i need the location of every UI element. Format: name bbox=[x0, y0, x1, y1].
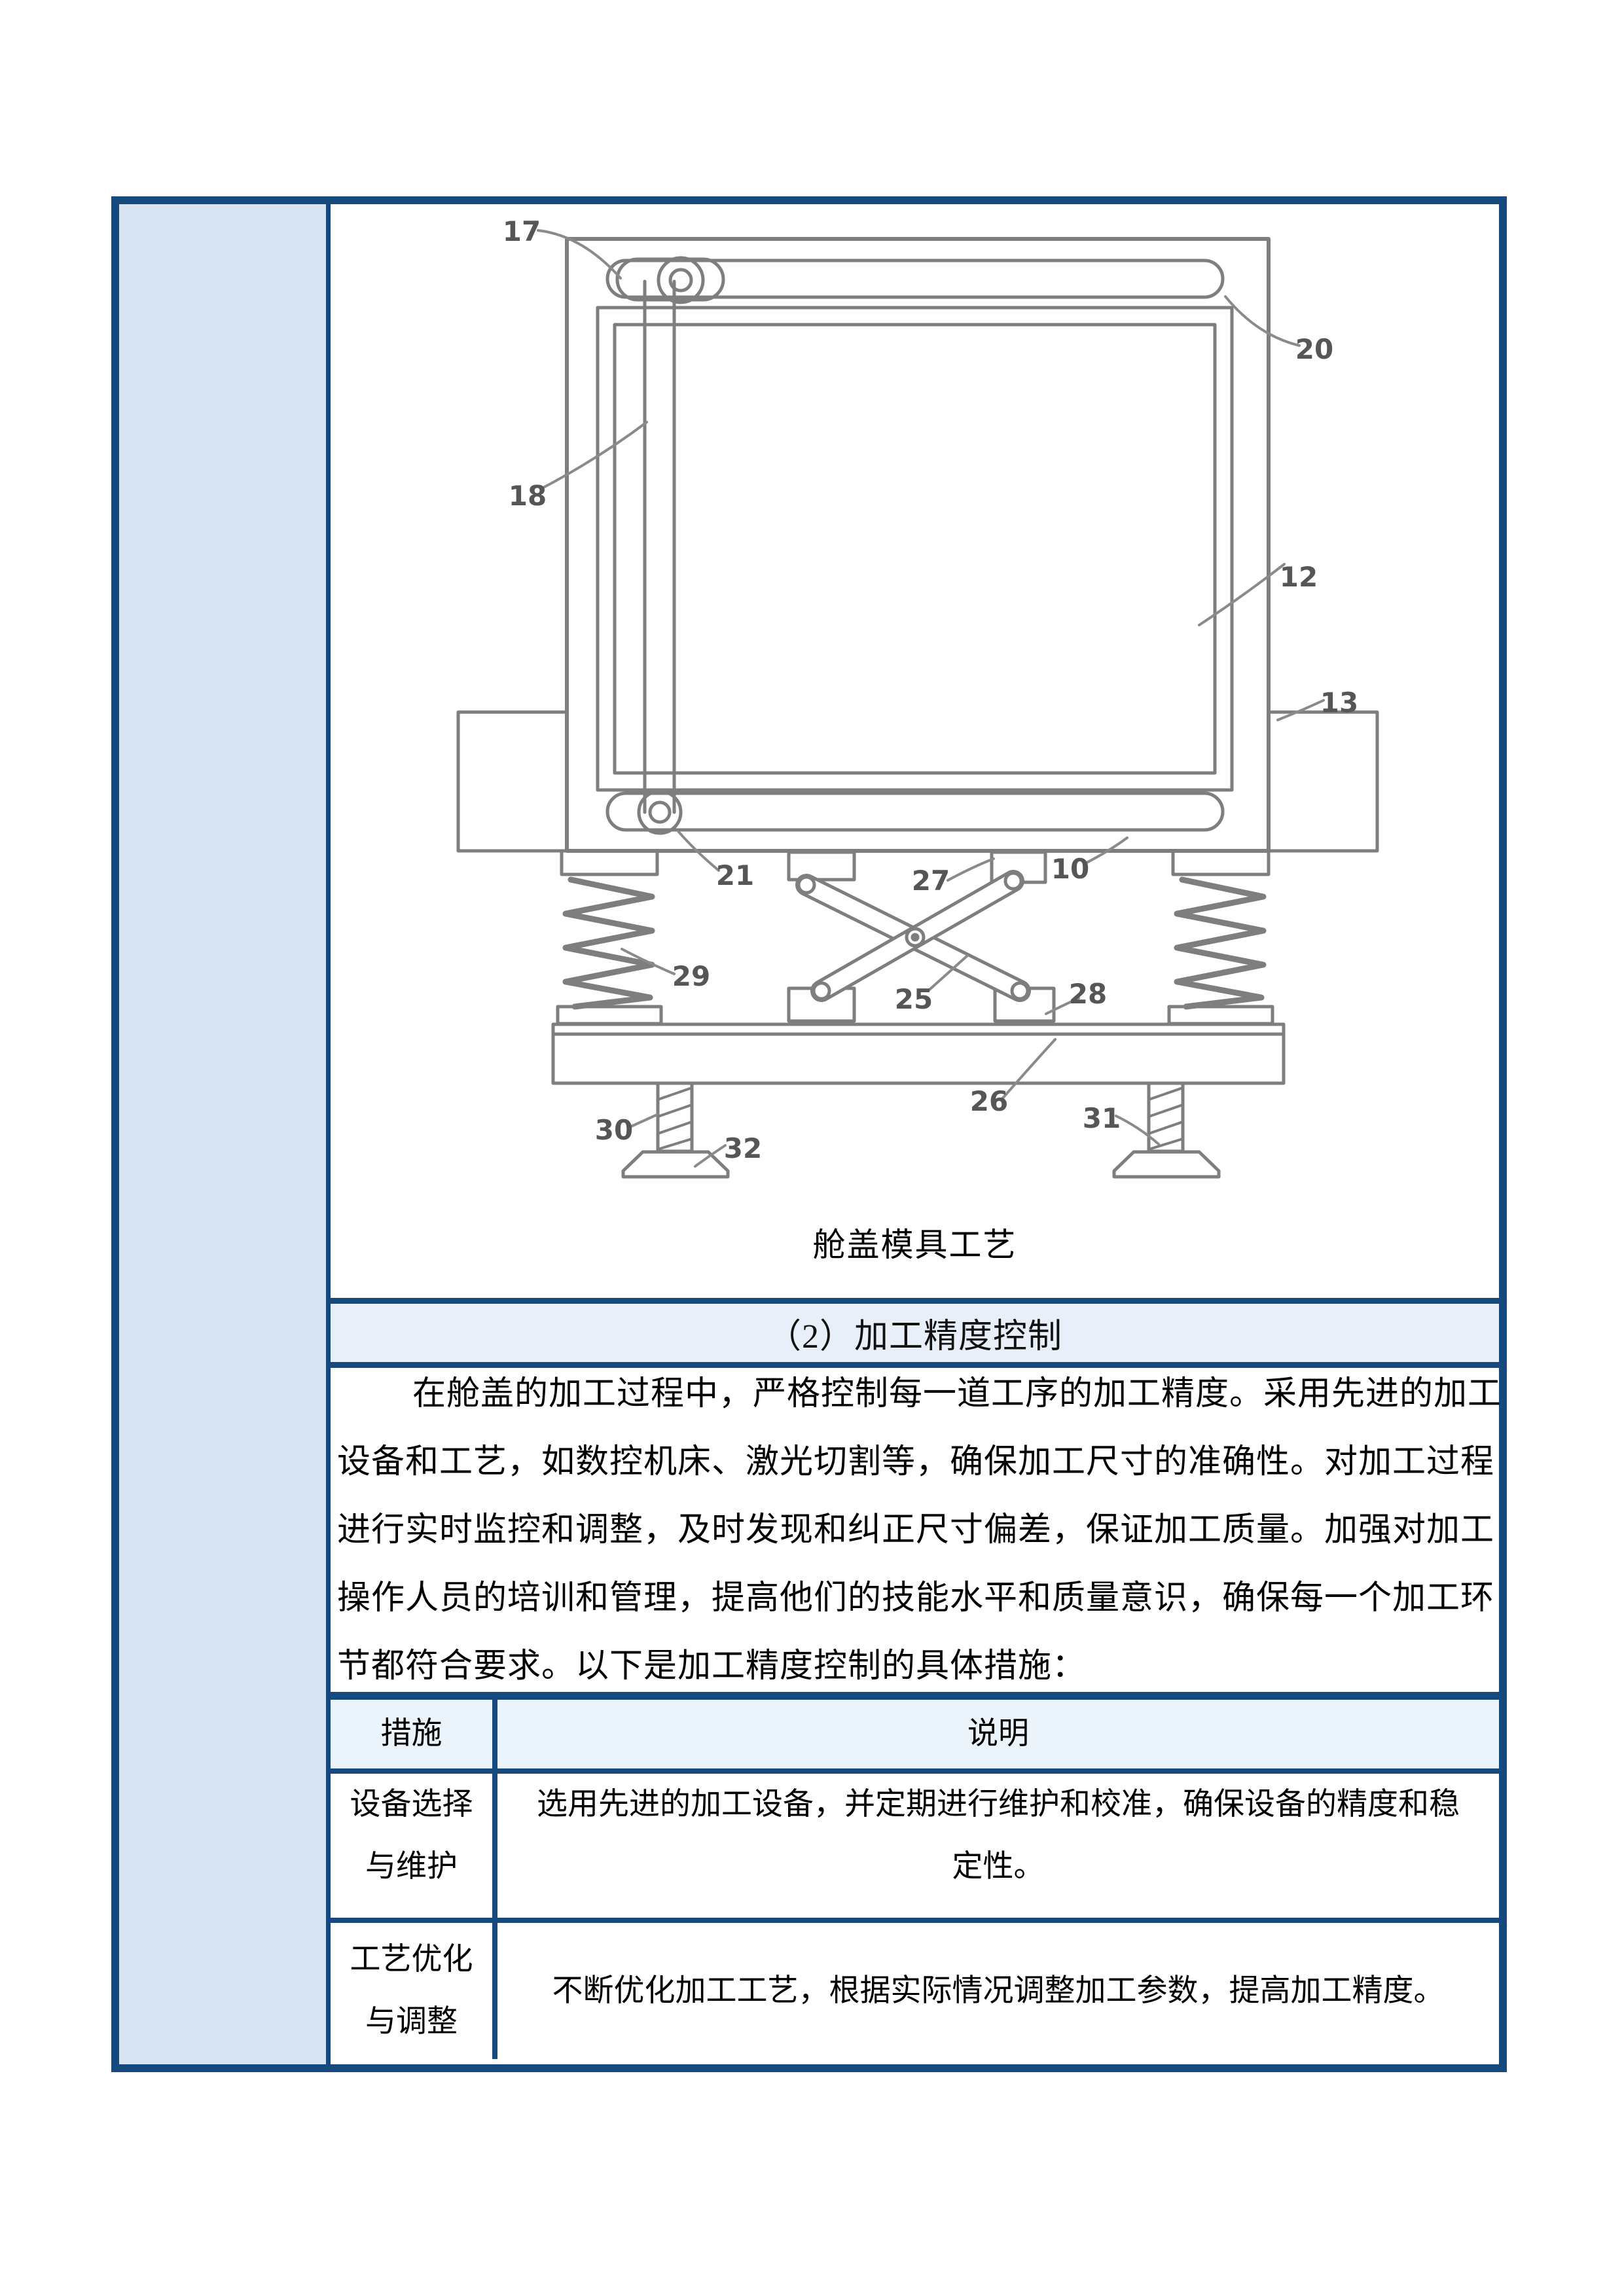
figure-linework bbox=[456, 237, 1379, 1026]
part-label-21: 21 bbox=[716, 859, 754, 891]
measures-header-cell: 措施 bbox=[331, 1700, 497, 1768]
part-label-12: 12 bbox=[1280, 561, 1318, 593]
bottom-slide-rail bbox=[605, 791, 1225, 832]
column-header-description: 说明 bbox=[967, 1717, 1029, 1751]
part-label-28: 28 bbox=[1069, 978, 1107, 1010]
part-label-10: 10 bbox=[1051, 853, 1089, 885]
part-label-27: 27 bbox=[912, 865, 950, 897]
measures-table-header-row: 措施 说明 bbox=[331, 1700, 1499, 1774]
hatch-cover-mold-figure: 17 20 18 12 13 21 27 10 29 25 28 26 30 32 31 bbox=[456, 215, 1379, 1179]
paragraph-line: 节都符合要求。以下是加工精度控制的具体措施： bbox=[337, 1648, 1087, 1685]
measure-text: 工艺优化 bbox=[350, 1943, 473, 1977]
section-header-row: （2）加工精度控制 bbox=[331, 1298, 1499, 1368]
description-header-cell: 说明 bbox=[497, 1700, 1499, 1768]
left-spring bbox=[562, 876, 655, 1010]
measure-cell: 设备选择 与维护 bbox=[331, 1774, 497, 1918]
inner-plate-outer bbox=[596, 306, 1234, 792]
description-cell: 不断优化加工工艺，根据实际情况调整加工参数，提高加工精度。 bbox=[497, 1923, 1499, 2059]
description-text: 定性。 bbox=[952, 1850, 1045, 1884]
figure-leader-lines bbox=[537, 229, 1325, 1168]
left-side-block bbox=[456, 710, 569, 853]
part-label-17: 17 bbox=[503, 215, 541, 247]
right-foot bbox=[1112, 1150, 1221, 1179]
description-text: 不断优化加工工艺，根据实际情况调整加工参数，提高加工精度。 bbox=[552, 1973, 1445, 2008]
part-label-18: 18 bbox=[509, 480, 547, 512]
body-paragraph: 在舱盖的加工过程中，严格控制每一道工序的加工精度。采用先进的加工 设备和工艺，如… bbox=[337, 1360, 1502, 1700]
part-label-25: 25 bbox=[895, 983, 933, 1015]
figure-linework-2 bbox=[551, 871, 1286, 1179]
paragraph-line: 进行实时监控和调整，及时发现和纠正尺寸偏差，保证加工质量。加强对加工 bbox=[337, 1512, 1495, 1549]
figure-row: 17 20 18 12 13 21 27 10 29 25 28 26 30 32 31 舱盖模具工艺 bbox=[331, 204, 1499, 1298]
measure-cell: 工艺优化 与调整 bbox=[331, 1923, 497, 2059]
figure-part-labels: 17 20 18 12 13 21 27 10 29 25 28 26 30 32 31 bbox=[503, 215, 1358, 1164]
column-header-measure: 措施 bbox=[380, 1717, 442, 1751]
table-row: 设备选择 与维护 选用先进的加工设备，并定期进行维护和校准，确保设备的精度和稳 … bbox=[331, 1774, 1499, 1923]
part-label-31: 31 bbox=[1083, 1102, 1121, 1134]
right-side-block bbox=[1267, 710, 1379, 853]
inner-plate-inner bbox=[613, 323, 1217, 775]
part-label-29: 29 bbox=[672, 960, 710, 992]
part-label-30: 30 bbox=[595, 1114, 633, 1146]
paragraph-line: 操作人员的培训和管理，提高他们的技能水平和质量意识，确保每一个加工环 bbox=[337, 1580, 1495, 1617]
left-sidebar-cell bbox=[119, 204, 331, 2064]
top-slide-rail bbox=[605, 259, 1225, 299]
description-cell: 选用先进的加工设备，并定期进行维护和校准，确保设备的精度和稳 定性。 bbox=[497, 1774, 1499, 1918]
paragraph-line: 设备和工艺，如数控机床、激光切割等，确保加工尺寸的准确性。对加工过程 bbox=[337, 1444, 1495, 1480]
measures-table: 措施 说明 设备选择 与维护 选用先进的加工设备，并定期进行维护和校准，确保设备… bbox=[331, 1692, 1499, 2064]
right-spring bbox=[1174, 876, 1267, 1010]
table-row: 工艺优化 与调整 不断优化加工工艺，根据实际情况调整加工参数，提高加工精度。 bbox=[331, 1923, 1499, 2059]
measure-text: 与调整 bbox=[365, 2005, 458, 2039]
mold-outer-frame bbox=[565, 237, 1271, 853]
measure-text: 设备选择 bbox=[350, 1787, 473, 1821]
figure-caption: 舱盖模具工艺 bbox=[812, 1227, 1017, 1263]
part-label-20: 20 bbox=[1295, 333, 1333, 365]
left-foot bbox=[621, 1150, 730, 1179]
measure-text: 与维护 bbox=[365, 1850, 458, 1884]
part-label-32: 32 bbox=[724, 1132, 762, 1164]
part-label-26: 26 bbox=[970, 1085, 1008, 1117]
base-plate bbox=[551, 1022, 1286, 1085]
description-text: 选用先进的加工设备，并定期进行维护和校准，确保设备的精度和稳 bbox=[537, 1787, 1460, 1821]
part-label-13: 13 bbox=[1320, 687, 1358, 719]
section-header-text: （2）加工精度控制 bbox=[767, 1318, 1062, 1355]
paragraph-line: 在舱盖的加工过程中，严格控制每一道工序的加工精度。采用先进的加工 bbox=[412, 1376, 1502, 1412]
